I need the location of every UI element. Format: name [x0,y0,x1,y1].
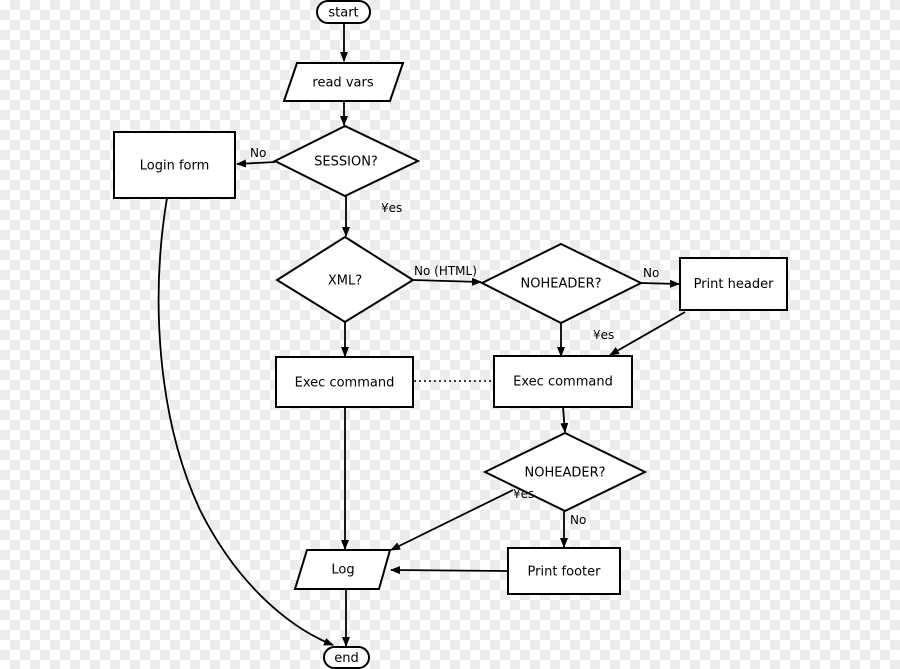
noheader-decision-1: NOHEADER? [479,242,644,325]
edge-loginform-end [157,197,334,646]
end-label: end [334,651,359,666]
edge-label-noheader2-yes: ¥es [513,487,534,501]
connectors [157,23,686,647]
exec-command-right-node: Exec command [493,355,633,408]
login-form-node: Login form [113,131,236,199]
print-header-node: Print header [679,257,788,311]
edge-execright-noheader2 [560,406,569,433]
edge-label-session-yes: ¥es [381,201,402,215]
xml-decision: XML? [275,235,415,324]
exec-command-left-node: Exec command [275,356,414,408]
noheader-decision-2: NOHEADER? [482,431,648,513]
print-footer-node: Print footer [507,547,621,595]
edge-xml-noheader1 [412,277,482,286]
read-vars-node: read vars [282,62,405,102]
noheader-1-label: NOHEADER? [521,277,602,292]
session-decision: SESSION? [272,124,421,198]
edge-printheader-execright [609,311,686,356]
log-node: Log [293,549,392,590]
end-node: end [323,646,370,669]
start-node: start [316,0,371,24]
session-label: SESSION? [314,155,378,170]
noheader-2-label: NOHEADER? [525,466,606,481]
edge-label-noheader1-no: No [643,266,659,280]
print-header-label: Print header [694,277,774,292]
edge-label-noheader2-no: No [570,513,586,527]
login-form-label: Login form [140,159,210,174]
edge-label-noheader1-yes: ¥es [593,328,614,342]
edge-noheader1-printheader [640,279,680,288]
exec-command-right-label: Exec command [513,375,613,390]
xml-label: XML? [328,274,362,289]
log-label: Log [331,563,354,578]
edge-printfooter-log [390,566,508,575]
edge-session-loginform [236,159,276,168]
edge-noheader2-log [390,489,514,551]
edge-label-session-no: No [250,146,266,160]
edge-label-xml-no-html: No (HTML) [414,264,477,278]
read-vars-label: read vars [312,76,373,91]
start-label: start [328,6,358,21]
print-footer-label: Print footer [528,565,602,580]
exec-command-left-label: Exec command [295,376,395,391]
